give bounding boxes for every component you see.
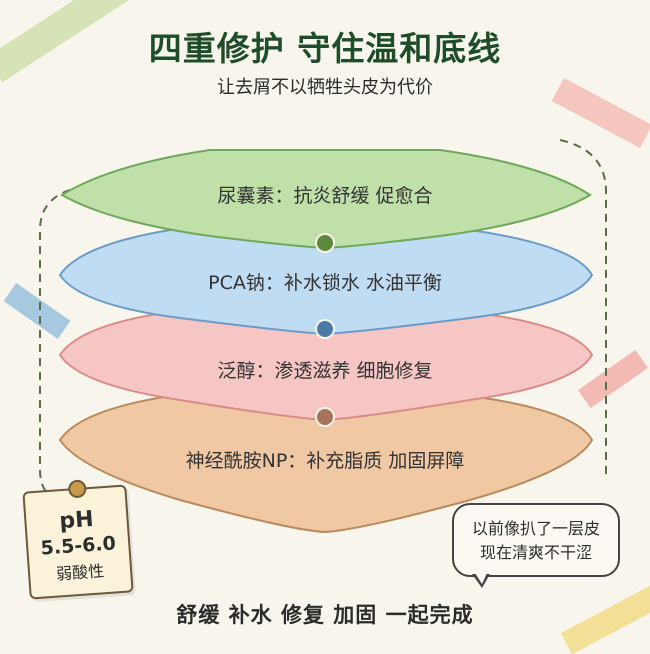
speech-bubble-tail-inner — [475, 573, 487, 584]
speech-bubble: 以前像扒了一层皮 现在清爽不干涩 — [452, 503, 620, 577]
ph-note: pH 5.5-6.0 弱酸性 — [22, 479, 134, 600]
connector-dot-brown — [315, 407, 335, 427]
footer-summary: 舒缓 补水 修复 加固 一起完成 — [176, 603, 474, 627]
layer-shape-allantoin — [60, 149, 592, 250]
page-subtitle: 让去屑不以牺牲头皮为代价 — [217, 77, 433, 98]
layer-label-panthenol: 泛醇：渗透滋养 细胞修复 — [217, 360, 433, 382]
connector-dot-green — [315, 233, 335, 253]
ph-description: 弱酸性 — [55, 561, 105, 584]
bubble-line-2: 现在清爽不干涩 — [479, 543, 592, 562]
layer-label-allantoin: 尿囊素：抗炎舒缓 促愈合 — [217, 185, 433, 207]
bubble-line-1: 以前像扒了一层皮 — [471, 519, 600, 538]
pin-icon — [67, 479, 87, 499]
connector-dot-blue — [315, 319, 335, 339]
layer-label-ceramide: 神经酰胺NP：补充脂质 加固屏障 — [185, 450, 465, 472]
layer-label-pca: PCA钠：补水锁水 水油平衡 — [208, 272, 442, 294]
page-title: 四重修护 守住温和底线 — [148, 29, 502, 68]
